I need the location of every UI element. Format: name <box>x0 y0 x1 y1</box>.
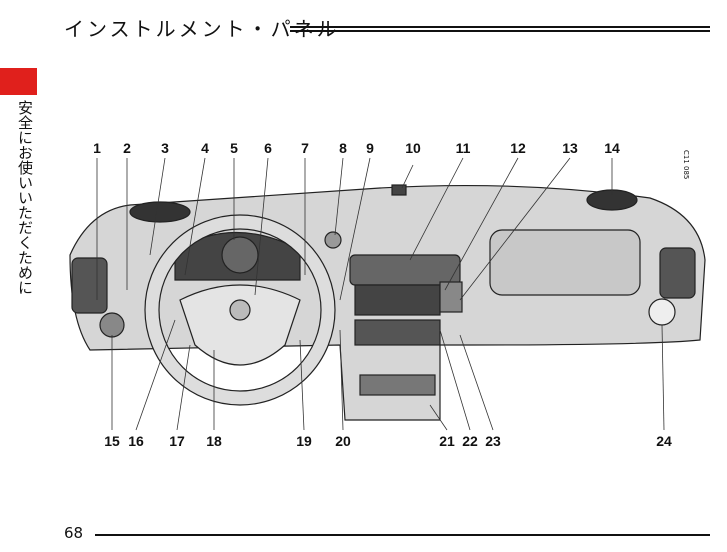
callout-14: 14 <box>604 140 620 156</box>
callout-8: 8 <box>339 140 347 156</box>
section-tab-marker <box>0 68 37 95</box>
section-label: 安全にお使いいただくために <box>16 100 34 295</box>
callout-17: 17 <box>169 433 185 449</box>
callout-18: 18 <box>206 433 222 449</box>
footer-rule <box>95 534 710 536</box>
callout-2: 2 <box>123 140 131 156</box>
callout-10: 10 <box>405 140 421 156</box>
callout-7: 7 <box>301 140 309 156</box>
callout-9: 9 <box>366 140 374 156</box>
callout-22: 22 <box>462 433 478 449</box>
page-title: インストルメント・パネル <box>64 17 340 41</box>
callout-5: 5 <box>230 140 238 156</box>
title-rule <box>290 26 710 32</box>
callout-15: 15 <box>104 433 120 449</box>
callout-3: 3 <box>161 140 169 156</box>
callout-6: 6 <box>264 140 272 156</box>
callout-19: 19 <box>296 433 312 449</box>
callout-21: 21 <box>439 433 455 449</box>
callout-11: 11 <box>455 140 471 156</box>
page-number: 68 <box>64 524 84 542</box>
callout-13: 13 <box>562 140 578 156</box>
callout-1: 1 <box>93 140 101 156</box>
callout-20: 20 <box>335 433 351 449</box>
callout-12: 12 <box>510 140 526 156</box>
callout-16: 16 <box>128 433 144 449</box>
callout-23: 23 <box>485 433 501 449</box>
callout-4: 4 <box>201 140 209 156</box>
callout-24: 24 <box>656 433 672 449</box>
